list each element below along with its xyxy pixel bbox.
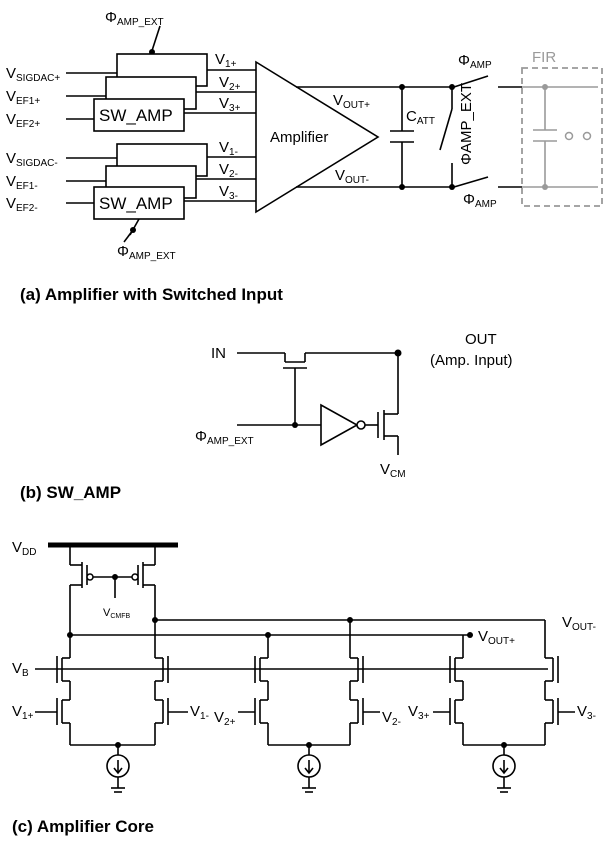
amplifier-triangle <box>255 60 380 214</box>
phi-amp-ext-top-label: ΦAMP_EXT <box>105 9 164 28</box>
phi-amp-bottom-label: ΦAMP <box>463 191 497 210</box>
sw-amp-in-label: IN <box>211 345 226 362</box>
sw-amp-out-sublabel: (Amp. Input) <box>430 352 513 369</box>
panel-c: VDD VCMFB VOUT- VO <box>12 539 596 836</box>
vcm-label: VCM <box>380 461 406 480</box>
fir-label: FIR <box>532 49 556 66</box>
core-vout-pos-label: VOUT+ <box>478 628 515 647</box>
vcmfb-label: VCMFB <box>103 607 131 620</box>
core-input-v3-neg: V3- <box>577 703 596 722</box>
caption-a: (a) Amplifier with Switched Input <box>20 285 283 304</box>
core-input-v2-pos: V2+ <box>214 709 236 728</box>
diff-stage-2 <box>238 617 380 793</box>
caption-b: (b) SW_AMP <box>20 483 121 502</box>
sw-amp-phi-label: ΦAMP_EXT <box>195 428 254 447</box>
vout-neg-label: VOUT- <box>335 167 369 186</box>
vb-label: VB <box>12 660 29 679</box>
caption-c: (c) Amplifier Core <box>12 817 154 836</box>
vout-pos-label: VOUT+ <box>333 92 370 111</box>
core-vout-neg-label: VOUT- <box>562 614 596 633</box>
output-v3-neg: V3- <box>219 183 238 202</box>
phi-amp-ext-bottom-label: ΦAMP_EXT <box>117 243 176 262</box>
fir-block <box>521 67 603 207</box>
input-vef1-pos: VEF1+ <box>6 88 40 107</box>
pmos-load-left <box>69 545 94 635</box>
vdd-label: VDD <box>12 539 36 558</box>
inverter <box>320 403 359 447</box>
core-input-v3-pos: V3+ <box>408 703 430 722</box>
catt-label: CATT <box>406 108 435 127</box>
output-v3-pos: V3+ <box>219 95 241 114</box>
phi-amp-top-label: ΦAMP <box>458 52 492 71</box>
core-input-v1-pos: V1+ <box>12 703 34 722</box>
core-input-v1-neg: V1- <box>190 703 209 722</box>
output-v2-pos: V2+ <box>219 74 241 93</box>
sw-amp-label-pos: SW_AMP <box>99 106 173 125</box>
input-vef2-neg: VEF2- <box>6 195 38 214</box>
output-v1-neg: V1- <box>219 139 238 158</box>
core-input-v2-neg: V2- <box>382 709 401 728</box>
diff-stage-1 <box>35 620 188 793</box>
panel-b: IN OUT (Amp. Input) ΦAMP_EXT VCM (b) SW_… <box>20 331 513 502</box>
output-v1-pos: V1+ <box>215 51 237 70</box>
sw-amp-box-pos-3 <box>93 98 185 132</box>
sw-amp-out-label: OUT <box>465 331 497 348</box>
output-v2-neg: V2- <box>219 161 238 180</box>
sw-amp-box-neg-3 <box>93 186 185 220</box>
phi-amp-ext-vertical-label: ΦAMP_EXT <box>458 83 475 165</box>
input-vef2-pos: VEF2+ <box>6 111 40 130</box>
panel-a: ΦAMP_EXT SW_AMP VSIGDAC+ VEF1+ VEF2+ V1+… <box>6 9 603 304</box>
input-vsigdac-pos: VSIGDAC+ <box>6 65 60 84</box>
input-vsigdac-neg: VSIGDAC- <box>6 150 58 169</box>
input-vef1-neg: VEF1- <box>6 173 38 192</box>
amplifier-label: Amplifier <box>270 129 328 146</box>
diff-stage-3 <box>433 620 575 793</box>
sw-amp-label-neg: SW_AMP <box>99 194 173 213</box>
pmos-load-right <box>131 545 156 620</box>
